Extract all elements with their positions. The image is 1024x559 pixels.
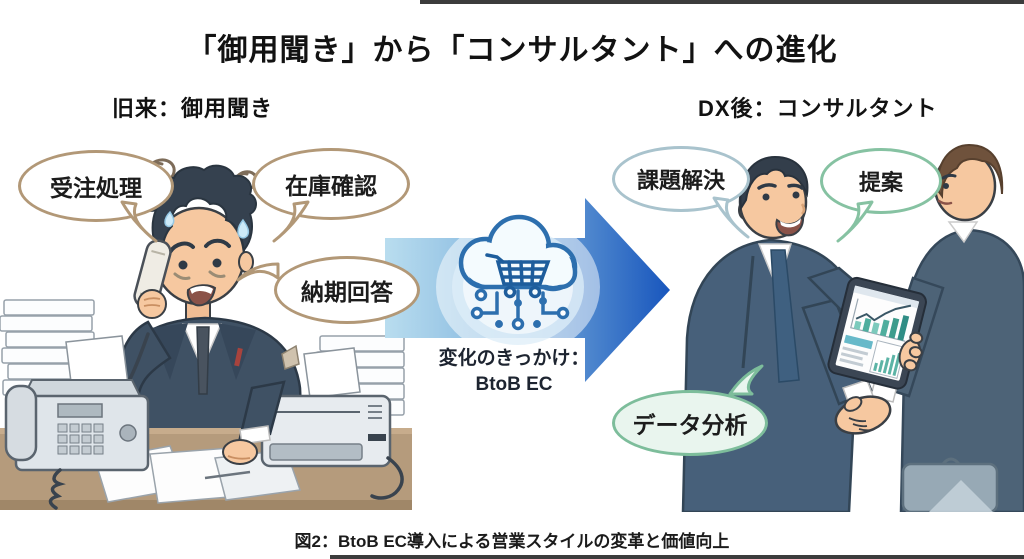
arm-on-desk — [222, 380, 286, 465]
fax-cord — [48, 468, 66, 510]
briefcase — [901, 457, 999, 512]
tablet-data-block — [839, 334, 874, 367]
consultant-hair — [739, 155, 809, 211]
eye-right — [212, 258, 222, 268]
fax-keypad — [57, 423, 104, 455]
bubble-label: 課題解決 — [636, 168, 725, 193]
bubble-tail — [272, 200, 310, 243]
bubble-proposal: 提案 — [820, 148, 942, 214]
finger-lines — [143, 297, 161, 307]
fax-display — [57, 403, 103, 418]
bubble-delivery-answer: 納期回答 — [274, 256, 420, 324]
bubble-label: 納期回答 — [301, 279, 393, 305]
bubble-tail — [236, 262, 280, 282]
bubble-label: 提案 — [858, 170, 903, 195]
circuit-lines — [470, 288, 570, 331]
bottom-edge-artifact — [330, 555, 1024, 559]
page-title: 「御用聞き」から「コンサルタント」への進化 — [186, 34, 838, 67]
printer-vents — [368, 405, 382, 419]
hand-on-phone — [137, 289, 167, 319]
tablet — [827, 276, 927, 390]
transition-arrow — [385, 198, 670, 382]
bubble-label: 在庫確認 — [285, 173, 377, 199]
bubble-data-analysis: データ分析 — [612, 390, 768, 456]
printer — [260, 347, 404, 500]
fax-handset — [4, 384, 38, 462]
bubble-tail — [712, 196, 750, 239]
lapel-right — [218, 323, 256, 380]
eye-left — [178, 260, 188, 270]
eye-bags — [173, 270, 226, 280]
bubble-order-processing: 受注処理 — [18, 150, 174, 222]
trigger-line2: BtoB EC — [475, 373, 553, 395]
printer-cable — [370, 456, 404, 500]
bubble-tail — [120, 200, 158, 243]
top-edge-artifact — [420, 0, 1024, 4]
trend-line — [855, 304, 912, 322]
tie — [196, 326, 210, 395]
after-label: DX後：コンサルタント — [698, 96, 938, 121]
bubble-inventory-check: 在庫確認 — [252, 148, 410, 220]
fax-machine — [4, 335, 150, 510]
hand-gripping-tablet — [898, 331, 924, 372]
sweat-drop-icon — [237, 218, 250, 239]
lapel-left — [150, 323, 188, 380]
client-hair — [937, 143, 1004, 199]
shopping-cart-icon — [485, 253, 551, 299]
worried-eyebrows — [168, 238, 231, 254]
bubble-tail — [836, 200, 874, 243]
bubble-label: データ分析 — [632, 412, 748, 438]
transition-trigger-text: 変化のきっかけ： BtoB EC — [396, 346, 632, 397]
bubble-label: 受注処理 — [50, 175, 142, 201]
trigger-line1: 変化のきっかけ： — [438, 348, 590, 369]
pocket-pen — [234, 347, 243, 367]
cloud-ecommerce-circuit-icon — [436, 214, 600, 357]
tablet-bar-chart — [850, 298, 912, 342]
torn-sleeve-patch — [281, 344, 300, 370]
consultant-tie — [770, 249, 800, 383]
before-label: 旧来：御用聞き — [112, 96, 274, 121]
bubble-tail — [728, 364, 764, 396]
handshake — [834, 395, 892, 435]
teeth — [190, 286, 213, 294]
sweat-drop-icon — [164, 210, 175, 228]
figure-caption: 図2：BtoB EC導入による営業スタイルの変革と価値向上 — [294, 532, 730, 551]
lapel-line — [741, 255, 755, 369]
before-scene-illustration — [0, 158, 412, 510]
